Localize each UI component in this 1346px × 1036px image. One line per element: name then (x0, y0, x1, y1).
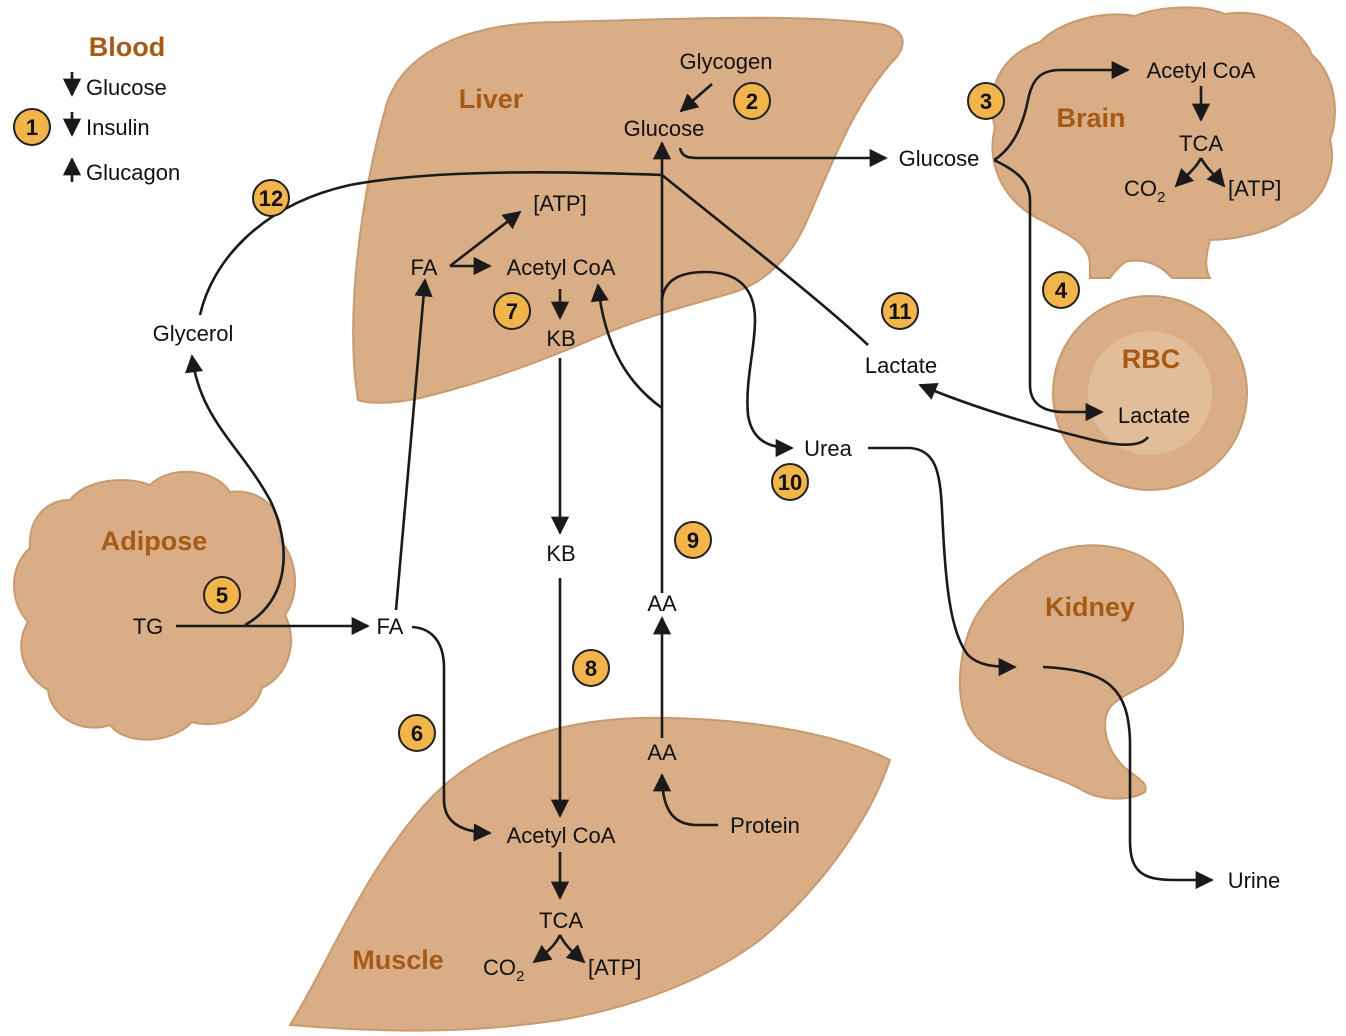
svg-text:12: 12 (259, 186, 283, 211)
muscle-acetylcoa-label: Acetyl CoA (507, 823, 616, 848)
legend: Glucose Insulin Glucagon (72, 72, 180, 185)
step-badge-12: 12 (253, 180, 289, 216)
liver-atp-label: [ATP] (533, 191, 586, 216)
step-badge-6: 6 (399, 715, 435, 751)
svg-text:10: 10 (778, 470, 802, 495)
step-badge-11: 11 (882, 293, 918, 329)
liver-glucose-label: Glucose (624, 116, 705, 141)
muscle-atp-label: [ATP] (588, 955, 641, 980)
liver-shape (353, 18, 903, 403)
brain-tca-label: TCA (1179, 131, 1223, 156)
urine-label: Urine (1228, 868, 1281, 893)
glycogen-label: Glycogen (680, 49, 773, 74)
blood-fa-label: FA (377, 614, 404, 639)
step-badge-1: 1 (14, 109, 50, 145)
brain-title: Brain (1056, 103, 1125, 133)
liver-title: Liver (459, 84, 524, 114)
svg-text:9: 9 (687, 528, 699, 553)
brain-atp-label: [ATP] (1228, 176, 1281, 201)
step-badge-4: 4 (1043, 272, 1079, 308)
urea-label: Urea (804, 436, 852, 461)
muscle-title: Muscle (352, 945, 444, 975)
step-badge-7: 7 (494, 293, 530, 329)
svg-text:11: 11 (888, 299, 911, 324)
step-badge-3: 3 (968, 83, 1004, 119)
step-badge-9: 9 (675, 522, 711, 558)
brain-acetylcoa-label: Acetyl CoA (1147, 58, 1256, 83)
liver-fa-label: FA (411, 255, 438, 280)
legend-insulin: Insulin (86, 115, 150, 140)
blood-lactate-label: Lactate (865, 353, 937, 378)
legend-glucose: Glucose (86, 75, 167, 100)
liver-kb-label: KB (546, 326, 575, 351)
glycerol-label: Glycerol (153, 321, 234, 346)
svg-text:8: 8 (585, 656, 597, 681)
svg-text:2: 2 (746, 89, 758, 114)
legend-glucagon: Glucagon (86, 160, 180, 185)
svg-text:6: 6 (411, 721, 423, 746)
step-badge-8: 8 (573, 650, 609, 686)
rbc-title: RBC (1122, 344, 1181, 374)
step-badge-5: 5 (204, 577, 240, 613)
step-badge-2: 2 (734, 83, 770, 119)
step-badge-10: 10 (772, 464, 808, 500)
protein-label: Protein (730, 813, 800, 838)
tg-label: TG (133, 614, 164, 639)
svg-text:3: 3 (980, 89, 992, 114)
svg-text:4: 4 (1055, 278, 1068, 303)
legend-title: Blood (89, 32, 165, 62)
brain-shape (992, 7, 1335, 278)
svg-text:7: 7 (506, 299, 518, 324)
svg-text:1: 1 (26, 115, 38, 140)
kidney-shape (960, 545, 1183, 798)
adipose-shape (14, 472, 295, 740)
svg-text:5: 5 (216, 583, 228, 608)
muscle-shape (290, 718, 890, 1031)
kidney-title: Kidney (1045, 592, 1135, 622)
liver-acetylcoa-label: Acetyl CoA (507, 255, 616, 280)
blood-aa-label: AA (647, 591, 677, 616)
rbc-lactate-label: Lactate (1118, 403, 1190, 428)
muscle-aa-label: AA (647, 740, 677, 765)
blood-kb-label: KB (546, 541, 575, 566)
blood-glucose-label: Glucose (899, 146, 980, 171)
muscle-tca-label: TCA (539, 908, 583, 933)
adipose-title: Adipose (101, 526, 208, 556)
